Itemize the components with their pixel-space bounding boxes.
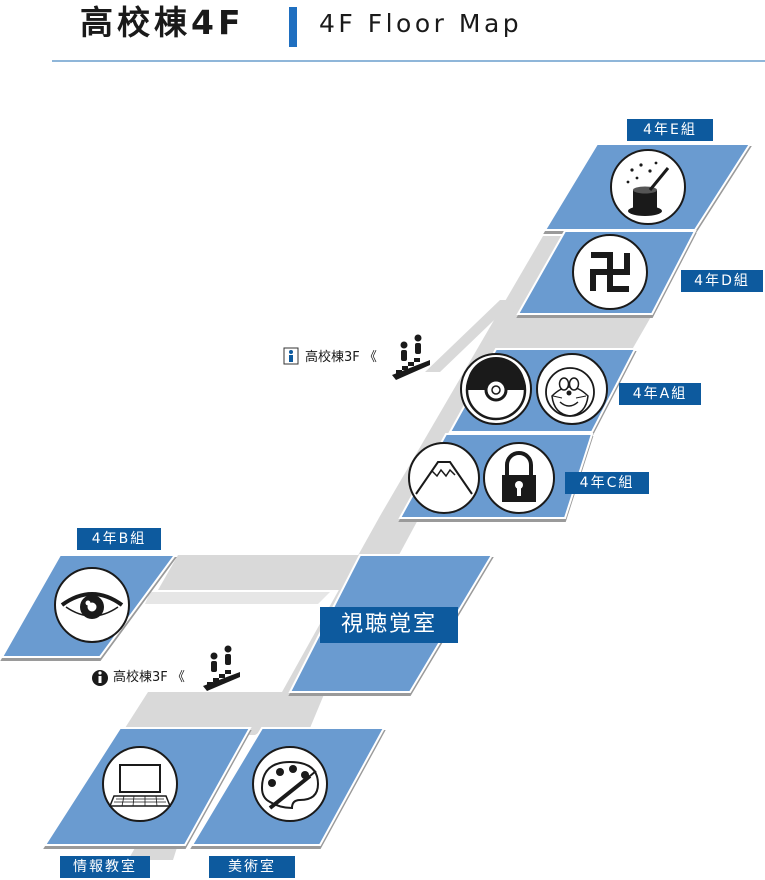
- stairs-upper-icon: [392, 334, 430, 380]
- stairs-lower-arrow: 《: [171, 670, 185, 685]
- laptop-icon: [102, 746, 178, 822]
- page-subtitle: 4F Floor Map: [319, 9, 523, 38]
- header-rule: [52, 60, 765, 62]
- label-4d: 4年D組: [681, 270, 763, 292]
- robot-cat-icon: [536, 353, 608, 425]
- stairs-lower-text: 高校棟3F: [113, 670, 168, 685]
- person-icon: [283, 347, 299, 365]
- label-4c: 4年C組: [565, 472, 649, 494]
- pokeball-icon: [460, 353, 532, 425]
- padlock-icon: [483, 442, 555, 514]
- label-info: 情報教室: [60, 856, 150, 878]
- corridor-ad-gap: [500, 315, 652, 348]
- page-title: 高校棟4F: [80, 3, 245, 42]
- stair-ramp-upper: [425, 300, 515, 372]
- label-art: 美術室: [209, 856, 295, 878]
- label-4b: 4年B組: [77, 528, 161, 550]
- title-divider: [289, 7, 297, 47]
- info-icon: [92, 670, 108, 686]
- label-4e: 4年E組: [627, 119, 713, 141]
- label-4a: 4年A組: [619, 383, 701, 405]
- corridor-to-b: [158, 555, 362, 590]
- palette-icon: [252, 746, 328, 822]
- stairs-lower-icon: [203, 645, 240, 691]
- eye-icon: [54, 567, 130, 643]
- magic-hat-icon: [610, 149, 686, 225]
- stairs-upper-text: 高校棟3F: [305, 350, 360, 365]
- corridor-to-b-shade: [145, 592, 330, 604]
- stairs-lower-label[interactable]: 高校棟3F 《: [113, 670, 185, 686]
- stairs-upper-arrow: 《: [363, 350, 377, 365]
- stairs-upper-label[interactable]: 高校棟3F 《: [305, 350, 377, 366]
- header: 高校棟4F 4F Floor Map: [0, 0, 765, 64]
- manji-icon: [572, 234, 648, 310]
- label-av: 視聴覚室: [320, 607, 458, 643]
- mount-fuji-icon: [408, 442, 480, 514]
- corridor-cross-lower: [125, 692, 325, 728]
